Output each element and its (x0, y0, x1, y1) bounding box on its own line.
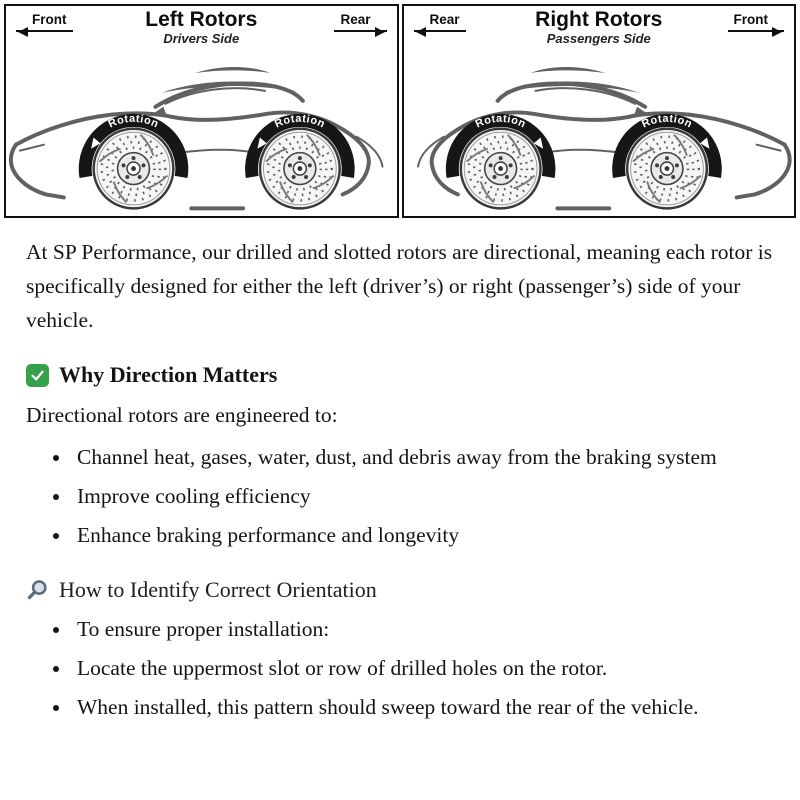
rear-direction-arrow: Rear (413, 12, 466, 37)
panel-left-header: Front Left Rotors Drivers Side Rear (6, 6, 397, 56)
panel-right-titles: Right Rotors Passengers Side (404, 8, 795, 47)
panel-right-rotors: Rear Right Rotors Passengers Side Front (401, 4, 796, 219)
car-illustration-left (8, 64, 385, 211)
section1-heading-text: Why Direction Matters (59, 362, 278, 388)
front-rotor (77, 111, 190, 210)
list-item: Improve cooling efficiency (72, 480, 774, 514)
section1-lead: Directional rotors are engineered to: (26, 402, 338, 427)
car-illustration-right (415, 64, 792, 211)
front-direction-arrow: Front (727, 12, 784, 37)
front-rotor (610, 111, 723, 210)
list-item: Locate the uppermost slot or row of dril… (72, 652, 774, 686)
direction-label: Rear (429, 12, 460, 27)
list-item: To ensure proper installation: (72, 613, 774, 647)
panel-left-titles: Left Rotors Drivers Side (6, 8, 397, 47)
panel-right-header: Rear Right Rotors Passengers Side Front (404, 6, 795, 56)
list-item: Channel heat, gases, water, dust, and de… (72, 441, 774, 475)
list-item: Enhance braking performance and longevit… (72, 519, 774, 553)
direction-label: Front (32, 12, 67, 27)
article-body: At SP Performance, our drilled and slott… (0, 218, 800, 752)
arrow-right-icon (374, 26, 385, 37)
intro-paragraph: At SP Performance, our drilled and slott… (26, 240, 773, 333)
section2-heading-text: How to Identify Correct Orientation (59, 576, 377, 602)
arrow-left-icon (18, 26, 28, 37)
panel-title: Right Rotors (535, 8, 663, 31)
front-direction-arrow: Front (16, 12, 73, 37)
list-item: When installed, this pattern should swee… (72, 691, 774, 725)
panel-left-rotors: Front Left Rotors Drivers Side Rear (4, 4, 399, 219)
heading-why-direction-matters: Why Direction Matters (26, 362, 774, 388)
direction-label: Rear (340, 12, 371, 27)
rotor-direction-diagram: Front Left Rotors Drivers Side Rear Rear (0, 0, 800, 219)
panel-title: Left Rotors (145, 8, 258, 31)
rear-direction-arrow: Rear (334, 12, 387, 37)
section2-bullet-list: To ensure proper installation: Locate th… (26, 613, 774, 725)
panel-subtitle: Drivers Side (163, 31, 240, 47)
arrow-right-icon (772, 26, 782, 37)
section1-bullet-list: Channel heat, gases, water, dust, and de… (26, 441, 774, 553)
heading-identify-orientation: How to Identify Correct Orientation (26, 577, 774, 603)
panel-subtitle: Passengers Side (546, 31, 651, 47)
direction-label: Front (733, 12, 769, 27)
checkmark-icon (26, 363, 49, 387)
arrow-left-icon (415, 26, 426, 37)
magnifier-icon (26, 578, 49, 601)
